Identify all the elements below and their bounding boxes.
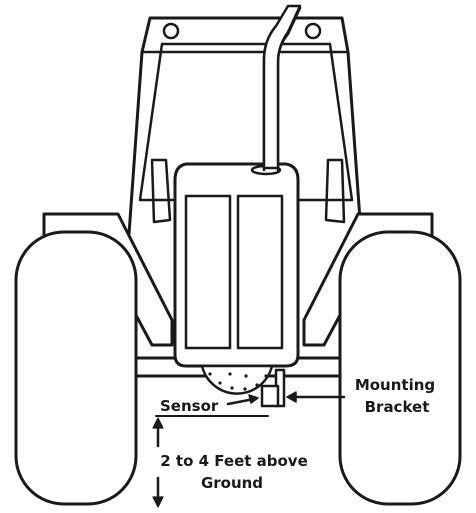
grille-left	[184, 194, 232, 350]
cab-left-pillar	[150, 158, 172, 224]
grille-right	[236, 194, 284, 350]
mounting-label-line2: Bracket	[365, 398, 430, 416]
sensor-assembly	[260, 368, 286, 408]
height-dimension	[152, 415, 269, 508]
left-light	[162, 22, 180, 40]
sensor-box	[260, 384, 280, 408]
front-hub-disc	[200, 364, 274, 395]
height-arrow-head-up	[152, 417, 164, 429]
sensor-label: Sensor	[160, 397, 219, 415]
cab-right-pillar	[324, 158, 346, 224]
exhaust-pipe-body	[262, 4, 302, 170]
hood	[173, 162, 300, 368]
height-arrow-head-down	[152, 496, 164, 508]
height-label-line2: Ground	[201, 474, 263, 492]
mounting-label-line1: Mounting	[355, 376, 435, 394]
right-wheel	[338, 230, 462, 506]
height-label-line1: 2 to 4 Feet above	[160, 452, 308, 470]
front-hub	[200, 364, 274, 395]
sensor-arrow	[226, 394, 259, 406]
right-light	[304, 22, 322, 40]
mounting-bracket-arrow	[286, 391, 346, 403]
hood-body	[173, 162, 300, 368]
left-wheel	[14, 230, 138, 506]
